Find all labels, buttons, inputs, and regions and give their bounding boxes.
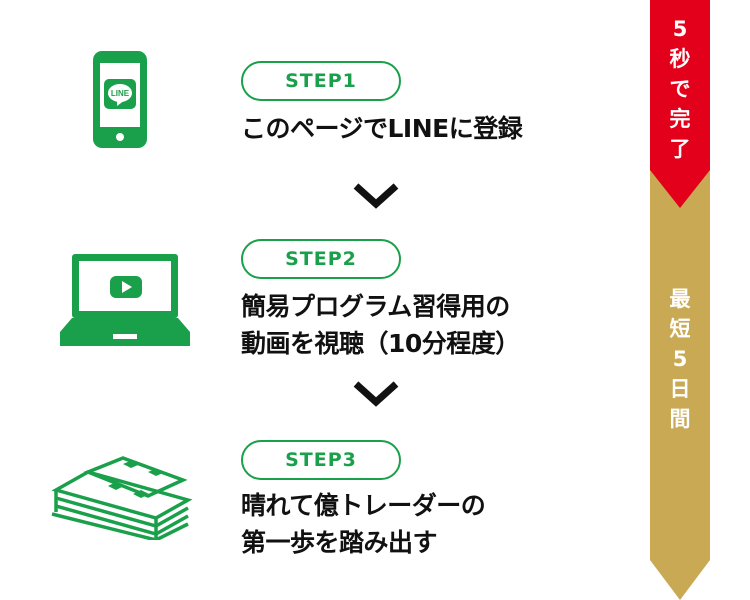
banner-char: 秒 — [669, 47, 691, 71]
banner-char: 5 — [672, 17, 688, 41]
smartphone-line-icon: LINE — [93, 51, 147, 148]
step2-text-line1: 簡易プログラム習得用の — [241, 292, 510, 321]
banner-char: 日 — [669, 377, 691, 401]
banner-char: 5 — [672, 347, 688, 371]
chevron-down-icon — [353, 183, 399, 209]
timeline-arrow — [650, 0, 710, 600]
money-stack-icon — [51, 456, 193, 540]
chevron-down-icon — [353, 381, 399, 407]
step3-text-line1: 晴れて億トレーダーの — [241, 491, 486, 520]
banner-char: で — [669, 77, 691, 101]
gold-arrow — [650, 168, 710, 600]
step2-text-line2: 動画を視聴（10分程度） — [241, 329, 520, 358]
line-logo-text: LINE — [111, 89, 130, 98]
banner-5-seconds: 5 秒 で 完 了 — [650, 14, 710, 164]
step3-badge: STEP3 — [241, 440, 401, 480]
laptop-video-icon — [60, 254, 190, 346]
banner-char: 間 — [669, 407, 691, 431]
step2-badge: STEP2 — [241, 239, 401, 279]
step3-text-line2: 第一歩を踏み出す — [241, 528, 438, 557]
banner-char: 最 — [669, 287, 691, 311]
step1-badge: STEP1 — [241, 61, 401, 101]
banner-char: 了 — [669, 137, 691, 161]
red-arrow — [650, 0, 710, 208]
step1-text: このページでLINEに登録 — [241, 114, 523, 143]
banner-5-days: 最 短 5 日 間 — [650, 284, 710, 434]
banner-char: 短 — [669, 317, 691, 341]
banner-char: 完 — [669, 107, 691, 131]
